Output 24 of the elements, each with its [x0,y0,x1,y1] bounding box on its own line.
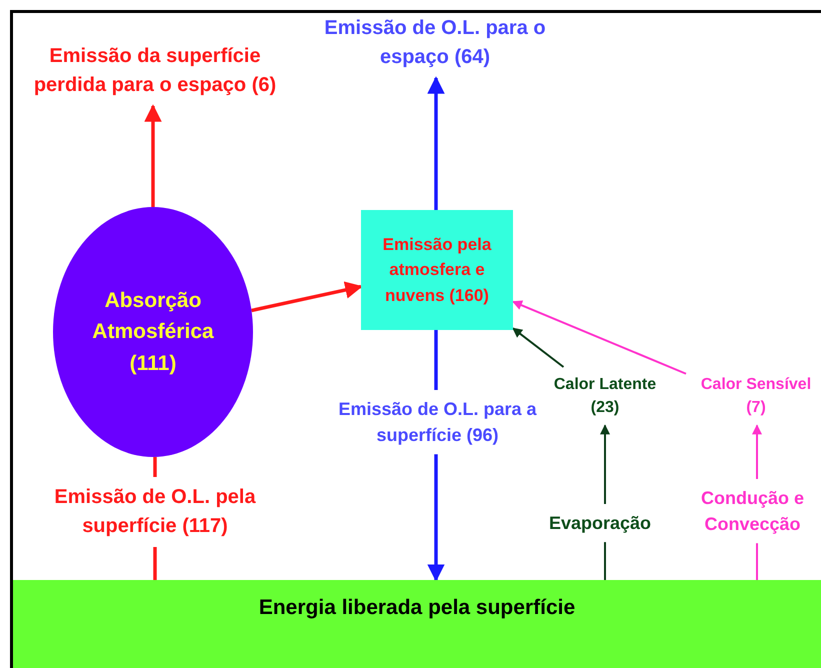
flow-label: Emissão da superfície perdida para o espaço (6) [20,42,290,100]
band-label: Energia liberada pela superfície [258,595,576,621]
flow-label: Calor Sensível (7) [692,373,820,420]
arrow [427,76,445,210]
arrow [144,104,162,207]
arrow [251,281,363,312]
connector-line [604,542,606,580]
node-label: Emissão pela atmosfera e nuvens (160) [382,234,492,307]
connector-line [434,330,438,390]
node-label: Absorção Atmosférica (111) [91,288,215,377]
connector-line [756,543,758,580]
connector-line [153,456,157,477]
arrow [512,327,564,368]
arrow [427,454,445,582]
flow-label: Emissão de O.L. para o espaço (64) [315,14,555,72]
connector-line [153,547,157,580]
flow-label: Condução e Convecção [684,485,821,538]
flow-label: Evaporação [530,510,670,536]
arrow [600,424,610,504]
process-box [361,210,513,330]
surface-band [13,580,821,668]
arrow [752,424,762,479]
flow-label: Emissão de O.L. pela superfície (117) [20,483,290,541]
arrow [512,300,686,375]
